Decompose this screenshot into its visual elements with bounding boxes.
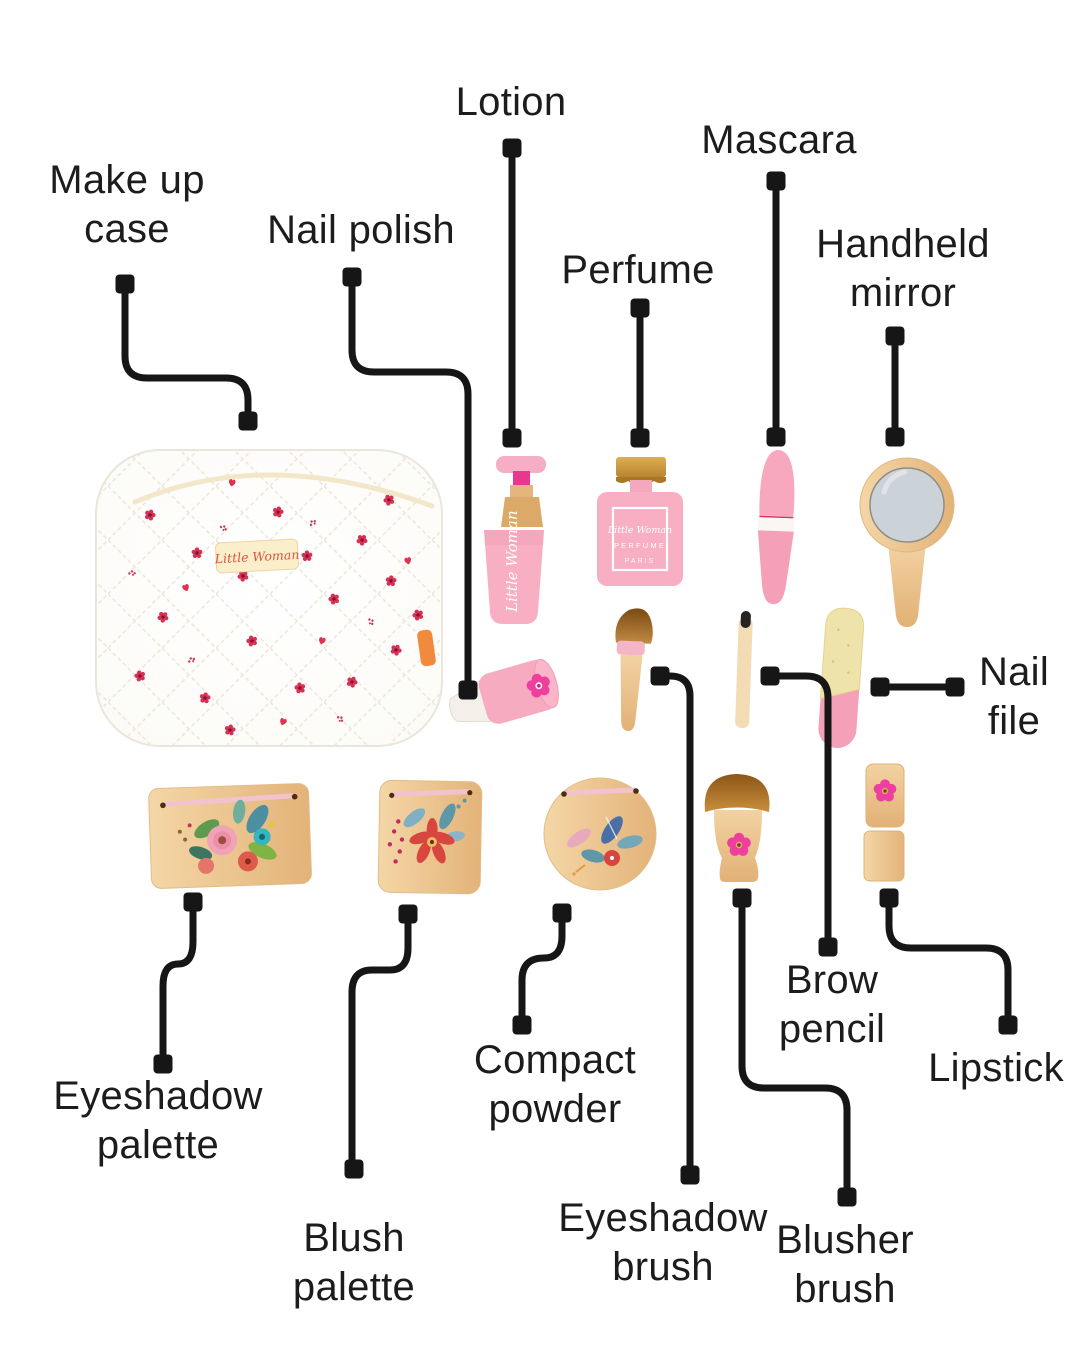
case-side-tab — [417, 629, 436, 667]
case-brand-tag: Little Woman — [213, 538, 300, 574]
blush-palette-flower-art — [387, 798, 467, 864]
leader-lines — [121, 144, 1012, 1201]
mascara-illustration — [757, 450, 795, 604]
label-nail-polish: Nail polish — [267, 208, 455, 252]
label-eyeshadow-brush: Eyeshadow brush — [558, 1196, 768, 1289]
label-make-up-case: Make up case — [49, 158, 205, 251]
leader-compact-powder — [518, 909, 566, 1029]
leader-blush-palette — [348, 910, 412, 1173]
lipstick-illustration — [863, 763, 905, 882]
label-handheld-mirror: Handheld mirror — [816, 222, 990, 315]
label-eyeshadow-palette: Eyeshadow palette — [53, 1074, 263, 1167]
lotion-bottle-illustration: Little Woman — [484, 456, 546, 624]
handheld-mirror-illustration — [859, 457, 955, 627]
lotion-script-text: Little Woman — [503, 510, 521, 613]
leader-lipstick — [885, 894, 1012, 1029]
brow-pencil-illustration — [735, 611, 753, 729]
label-lotion: Lotion — [455, 80, 567, 124]
eyeshadow-brush-illustration — [615, 608, 653, 731]
eyeshadow-palette-flower-art — [177, 799, 277, 874]
leader-brow-pencil — [766, 672, 832, 951]
nail-file-illustration — [818, 607, 865, 748]
leader-endpoints — [115, 138, 1018, 1207]
perfume-city-text: PARIS — [625, 558, 656, 565]
compact-powder-flower-art — [567, 816, 643, 876]
perfume-brand-text: Little Woman — [607, 525, 672, 536]
case-zipper — [132, 472, 435, 509]
nail-polish-illustration — [448, 658, 559, 724]
eyeshadow-palette-illustration — [148, 783, 312, 889]
label-perfume: Perfume — [561, 248, 715, 292]
case-tag-text: Little Woman — [213, 547, 299, 566]
perfume-bottle-illustration: Little Woman PERFUME PARIS — [597, 457, 683, 586]
perfume-type-text: PERFUME — [614, 541, 666, 550]
leader-eyeshadow-palette — [159, 898, 197, 1068]
label-nail-file: Nail file — [978, 650, 1050, 743]
leader-make-up-case — [121, 280, 252, 425]
makeup-case-illustration: Little Woman — [95, 449, 443, 747]
label-compact-powder: Compact powder — [473, 1038, 637, 1131]
blusher-brush-illustration — [704, 774, 770, 882]
label-brow-pencil: Brow pencil — [778, 958, 886, 1051]
label-blush-palette: Blush palette — [292, 1216, 416, 1309]
leader-blusher-brush — [738, 894, 851, 1201]
blush-palette-illustration — [377, 779, 483, 895]
leader-eyeshadow-brush — [656, 672, 694, 1179]
compact-powder-illustration — [543, 777, 657, 891]
label-blusher-brush: Blusher brush — [776, 1218, 914, 1311]
label-lipstick: Lipstick — [928, 1046, 1064, 1090]
leader-nail-polish — [348, 273, 472, 694]
label-mascara: Mascara — [701, 118, 857, 162]
